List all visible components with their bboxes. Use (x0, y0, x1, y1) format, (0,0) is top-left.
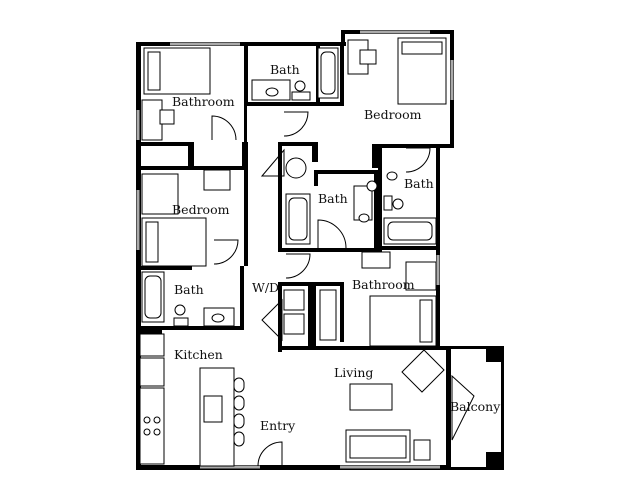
room-label-bath-right: Bath (404, 176, 434, 191)
fixtures (139, 37, 475, 467)
room-label-bedroom-left: Bedroom (172, 202, 230, 217)
room-label-bath-left: Bath (174, 282, 204, 297)
room-labels: Bathroom Bath Bedroom Bedroom Bath Bath … (172, 62, 501, 433)
walls (136, 30, 504, 470)
room-label-entry: Entry (260, 418, 296, 433)
room-label-bathroom-top-left: Bathroom (172, 94, 235, 109)
room-label-kitchen: Kitchen (174, 347, 223, 362)
room-label-living: Living (334, 365, 373, 380)
room-label-bath-top: Bath (270, 62, 300, 77)
room-label-wd: W/D (252, 280, 279, 295)
windows (136, 30, 454, 469)
room-label-bedroom-top-right: Bedroom (364, 107, 422, 122)
room-label-bathroom-center: Bathroom (352, 277, 415, 292)
room-label-bath-center: Bath (318, 191, 348, 206)
room-label-balcony: Balcony (450, 399, 501, 414)
